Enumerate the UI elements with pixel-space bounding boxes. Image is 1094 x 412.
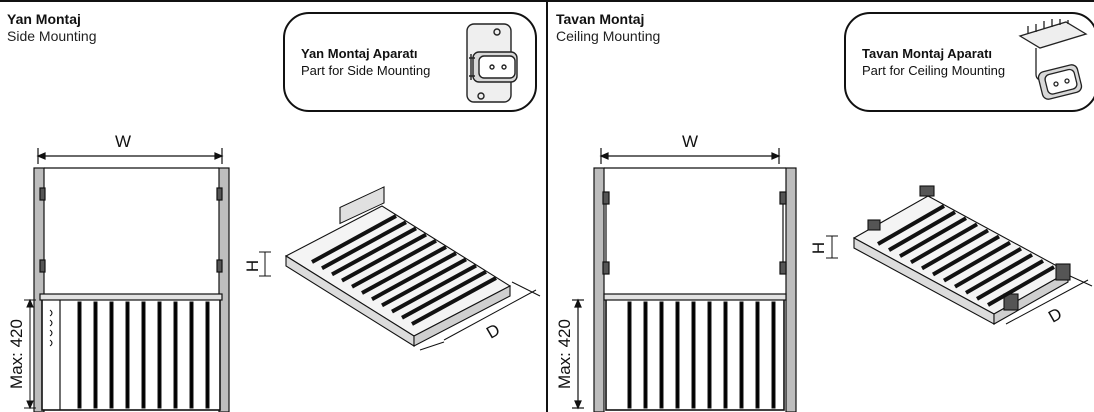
basket-rod bbox=[627, 301, 632, 409]
basket-rod bbox=[739, 301, 744, 409]
d-dimension-label: D bbox=[483, 320, 503, 343]
title-turkish: Yan Montaj bbox=[7, 11, 81, 27]
cabinet-left-wall bbox=[33, 167, 45, 412]
basket-bar bbox=[888, 210, 956, 252]
basket-bar bbox=[411, 276, 497, 326]
ceiling-mounting-drawings: W Max: 420 H D bbox=[555, 132, 1093, 412]
basket-bar bbox=[331, 226, 417, 277]
ceiling-mounting-panel: Tavan Montaj Ceiling Mounting Tavan Mont… bbox=[548, 0, 1094, 412]
callout-turkish: Tavan Montaj Aparatı bbox=[862, 46, 993, 61]
side-mount-bracket-icon bbox=[466, 23, 518, 103]
basket-rod bbox=[189, 301, 194, 409]
basket-bar bbox=[932, 234, 1000, 277]
basket-rod bbox=[173, 301, 178, 409]
d-dimension-label: D bbox=[1045, 304, 1065, 327]
basket-rod bbox=[141, 301, 146, 409]
callout-english: Part for Ceiling Mounting bbox=[862, 63, 1006, 78]
basket-rod bbox=[643, 301, 648, 409]
basket-rod bbox=[205, 301, 210, 409]
basket-rod bbox=[771, 301, 776, 409]
h-dimension-label: H bbox=[243, 260, 262, 272]
basket-rod bbox=[77, 301, 82, 409]
ceiling-mount-bracket-icon bbox=[1018, 19, 1088, 100]
max-height-label: Max: 420 bbox=[555, 319, 574, 389]
basket-bar bbox=[987, 265, 1055, 307]
basket-bar bbox=[965, 253, 1033, 295]
basket-bar bbox=[401, 270, 487, 320]
max-height-label: Max: 420 bbox=[7, 319, 26, 389]
basket-rod bbox=[125, 301, 130, 409]
basket-rod bbox=[755, 301, 760, 409]
basket-bar bbox=[381, 257, 467, 308]
side-mounting-title: Yan Montaj Side Mounting bbox=[7, 11, 97, 45]
basket-bar bbox=[877, 204, 945, 246]
basket-bar bbox=[921, 228, 989, 271]
cabinet-right-wall bbox=[218, 167, 230, 412]
w-dimension-label: W bbox=[115, 132, 131, 151]
basket-rod bbox=[93, 301, 98, 409]
basket-bar bbox=[351, 239, 437, 289]
basket-rod bbox=[691, 301, 696, 409]
basket-bar bbox=[311, 214, 397, 264]
basket-rod bbox=[659, 301, 664, 409]
side-mounting-drawings: W Max: 420 H D bbox=[7, 132, 541, 412]
panel-divider bbox=[546, 0, 548, 412]
title-english: Ceiling Mounting bbox=[556, 28, 661, 44]
basket-bar bbox=[361, 245, 447, 295]
isometric-basket bbox=[284, 186, 512, 347]
basket-bar bbox=[954, 246, 1022, 289]
basket-bar bbox=[391, 263, 477, 314]
basket-rod bbox=[157, 301, 162, 409]
callout-english: Part for Side Mounting bbox=[301, 63, 431, 78]
title-english: Side Mounting bbox=[7, 28, 97, 44]
callout-turkish: Yan Montaj Aparatı bbox=[301, 46, 418, 61]
ceiling-mounting-title: Tavan Montaj Ceiling Mounting bbox=[556, 11, 660, 45]
basket-bar bbox=[943, 240, 1011, 283]
basket-bar bbox=[910, 222, 978, 265]
basket-bar bbox=[371, 251, 457, 301]
side-mounting-panel: Yan Montaj Side Mounting Yan Montaj Apar… bbox=[0, 0, 546, 412]
side-mount-part-callout: Yan Montaj Aparatı Part for Side Mountin… bbox=[283, 12, 537, 112]
h-dimension-label: H bbox=[809, 242, 828, 254]
basket-bar bbox=[321, 220, 407, 270]
basket-rod bbox=[723, 301, 728, 409]
basket-bar bbox=[976, 259, 1044, 301]
basket-rods bbox=[77, 301, 210, 409]
basket-bar bbox=[341, 232, 427, 283]
w-dimension-label: W bbox=[682, 132, 698, 151]
title-turkish: Tavan Montaj bbox=[556, 11, 645, 27]
ceiling-mount-part-callout: Tavan Montaj Aparatı Part for Ceiling Mo… bbox=[844, 12, 1094, 112]
basket-rod bbox=[675, 301, 680, 409]
basket-bar bbox=[899, 216, 967, 258]
basket-rod bbox=[707, 301, 712, 409]
basket-rod bbox=[109, 301, 114, 409]
